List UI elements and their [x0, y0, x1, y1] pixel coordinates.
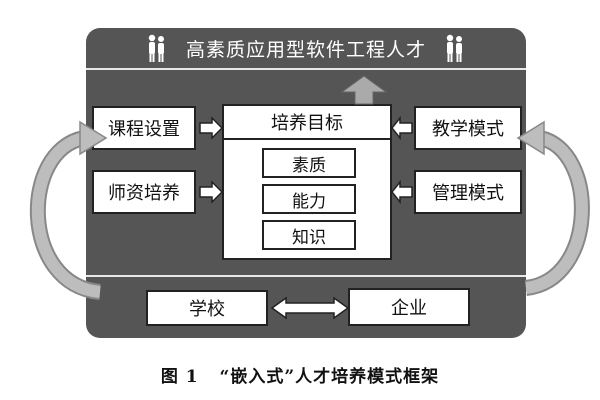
figure-label: 图 1: [160, 367, 199, 387]
diagram-title-row: 高素质应用型软件工程人才: [86, 28, 526, 68]
bottom-box-enterprise: 企业: [348, 288, 470, 326]
left-box-curriculum: 课程设置: [92, 106, 196, 150]
goal-item-ability: 能力: [262, 184, 356, 214]
right-box-management: 管理模式: [414, 170, 522, 214]
people-icon: [446, 34, 462, 62]
people-icon: [148, 34, 164, 62]
goal-item-quality: 素质: [262, 148, 356, 178]
goal-box: 培养目标 素质 能力 知识: [222, 104, 392, 260]
right-box-teaching: 教学模式: [414, 106, 522, 150]
figure-caption-text: “嵌入式”人才培养模式框架: [219, 367, 440, 387]
figure-caption: 图 1 “嵌入式”人才培养模式框架: [0, 362, 600, 387]
bottom-box-school: 学校: [146, 290, 268, 326]
goal-title: 培养目标: [224, 106, 390, 140]
bottom-divider: [86, 275, 526, 277]
left-box-faculty: 师资培养: [92, 170, 196, 214]
right-curved-arrow: [524, 130, 590, 296]
diagram-title: 高素质应用型软件工程人才: [185, 38, 426, 61]
title-divider: [86, 68, 526, 70]
goal-item-knowledge: 知识: [262, 220, 356, 250]
